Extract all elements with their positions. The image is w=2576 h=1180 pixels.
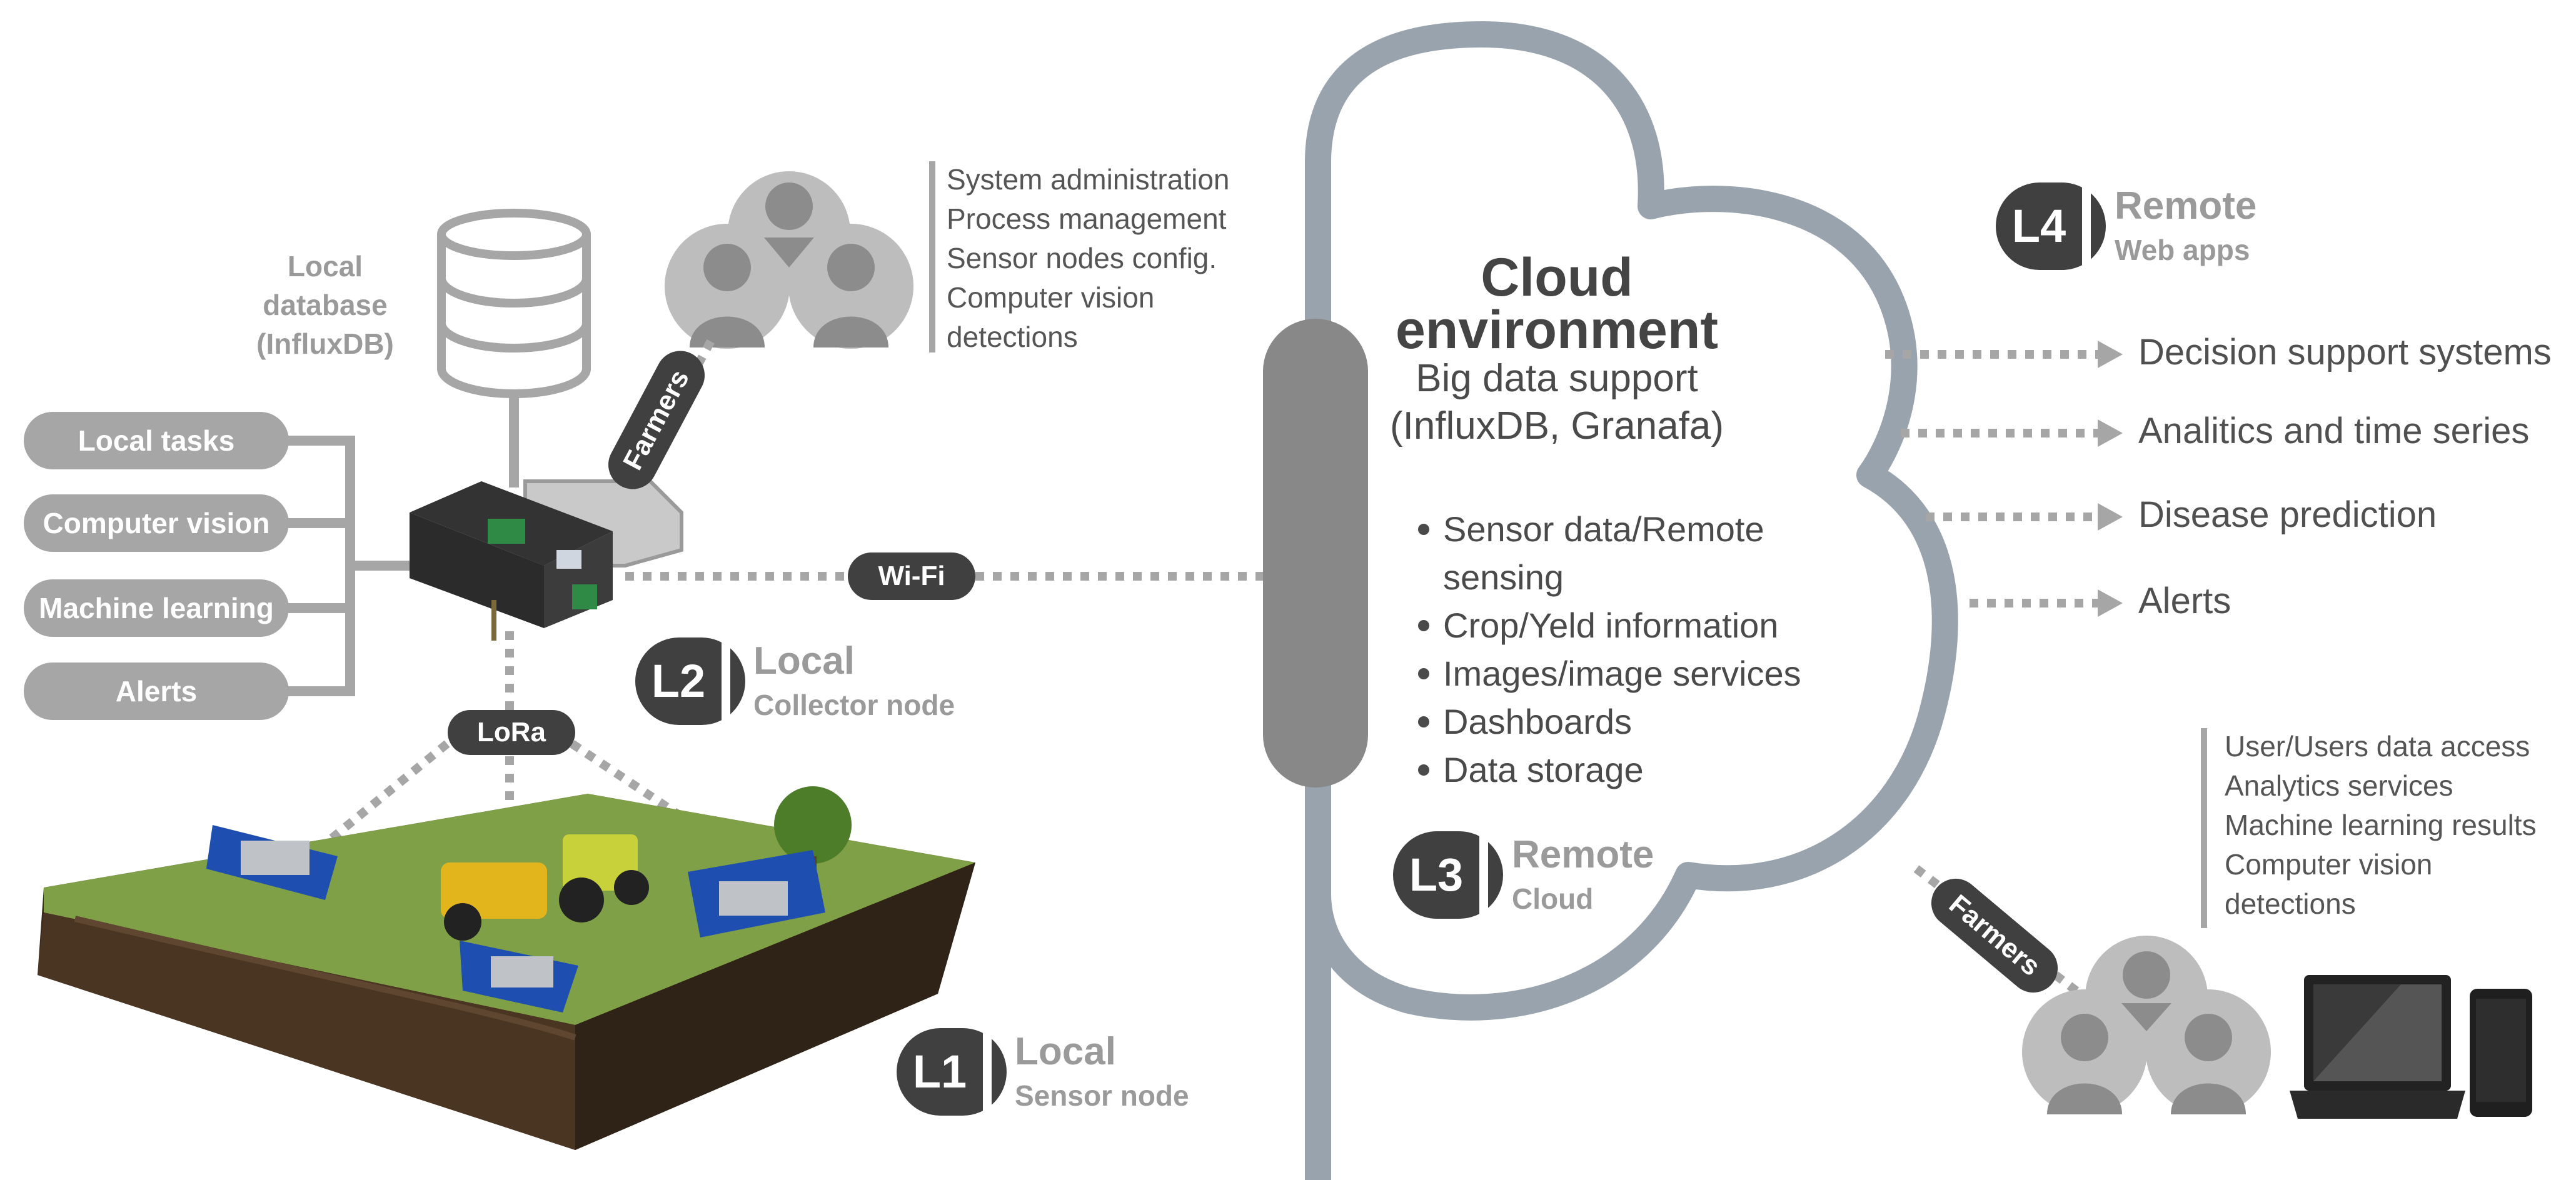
cloud-subtitle-line-1: Big data support (1416, 357, 1698, 400)
admin-list-bar (929, 161, 935, 352)
local-db-label: Local database (InfluxDB) (241, 247, 410, 363)
collector-device-icon (410, 479, 683, 641)
cloud-bullet-1: Sensor data/Remote sensing (1414, 505, 1852, 601)
output-analytics: Analitics and time series (2138, 411, 2530, 451)
user-item-4: Computer vision (2225, 848, 2433, 881)
l2-subtitle: Collector node (753, 689, 955, 721)
admin-item-2: Process management (947, 202, 1227, 235)
cloud-subtitle: Big data support (InfluxDB, Granafa) (1363, 355, 1751, 450)
admin-item-1: System administration (947, 163, 1230, 196)
cloud-bullet-2: Crop/Yeld information (1414, 601, 1852, 649)
l4-badge: L4 (2011, 200, 2066, 252)
admin-item-5: detections (947, 321, 1078, 353)
cloud-outline (1305, 21, 1958, 1169)
local-db-line-3: (InfluxDB) (256, 328, 394, 360)
l1-label: Local Sensor node (1015, 1029, 1189, 1112)
cloud-bullets: Sensor data/Remote sensing Crop/Yeld inf… (1414, 505, 1852, 794)
l1-badge: L1 (912, 1046, 967, 1098)
cloud-bullet-5: Data storage (1414, 746, 1852, 794)
output-links (1885, 350, 2098, 608)
user-item-2: Analytics services (2225, 769, 2453, 802)
l3-label: Remote Cloud (1512, 832, 1654, 916)
user-item-5: detections (2225, 888, 2356, 920)
l4-label: Remote Web apps (2115, 184, 2257, 267)
l2-label: Local Collector node (753, 639, 955, 722)
farmers-bottom-group-icon (2022, 936, 2271, 1114)
farmers-top-group-icon (665, 171, 913, 349)
lora-connector: LoRa (448, 710, 575, 755)
admin-list: System administration Process management… (947, 160, 1230, 357)
machine-learning-pill: Machine learning (39, 592, 274, 624)
cloud-subtitle-line-2: (InfluxDB, Granafa) (1389, 404, 1724, 448)
alerts-pill: Alerts (115, 675, 198, 708)
laptop-icon (2290, 975, 2465, 1119)
output-decision-support: Decision support systems (2138, 332, 2552, 372)
local-db-line-2: database (263, 289, 388, 321)
admin-item-3: Sensor nodes config. (947, 242, 1217, 274)
l3-title: Remote (1512, 833, 1654, 876)
local-db-line-1: Local (287, 250, 363, 282)
l1-title: Local (1015, 1030, 1116, 1073)
user-list-bar (2201, 728, 2207, 928)
farm-field-illustration (38, 786, 975, 1150)
cloud-bullet-4: Dashboards (1414, 698, 1852, 746)
l4-subtitle: Web apps (2115, 234, 2250, 266)
user-item-3: Machine learning results (2225, 809, 2537, 841)
task-pills (24, 412, 289, 720)
l1-subtitle: Sensor node (1015, 1079, 1189, 1112)
output-alerts: Alerts (2138, 581, 2231, 621)
cloud-bullet-3: Images/image services (1414, 649, 1852, 698)
wifi-connector: Wi-Fi (848, 552, 975, 600)
level-badges (635, 182, 2106, 1116)
computer-vision-pill: Computer vision (43, 507, 270, 539)
level-badge-separators (722, 182, 2091, 1116)
l2-title: Local (753, 639, 855, 682)
l3-badge: L3 (1409, 849, 1464, 901)
phone-icon (2470, 989, 2532, 1117)
l4-title: Remote (2115, 184, 2257, 228)
cloud-title-line-1: Cloud (1481, 248, 1633, 308)
user-access-list: User/Users data access Analytics service… (2225, 727, 2537, 924)
l2-badge: L2 (651, 655, 706, 707)
cloud-title: Cloud environment (1363, 248, 1751, 360)
cloud-gateway (1263, 319, 1368, 788)
database-icon (437, 209, 591, 399)
output-arrowheads (2098, 341, 2123, 617)
cloud-title-line-2: environment (1395, 300, 1719, 360)
task-connectors (288, 436, 425, 696)
admin-item-4: Computer vision (947, 281, 1155, 314)
l3-subtitle: Cloud (1512, 882, 1594, 915)
local-task-pill: Local tasks (78, 424, 235, 457)
user-item-1: User/Users data access (2225, 730, 2530, 762)
output-disease-prediction: Disease prediction (2138, 494, 2437, 535)
